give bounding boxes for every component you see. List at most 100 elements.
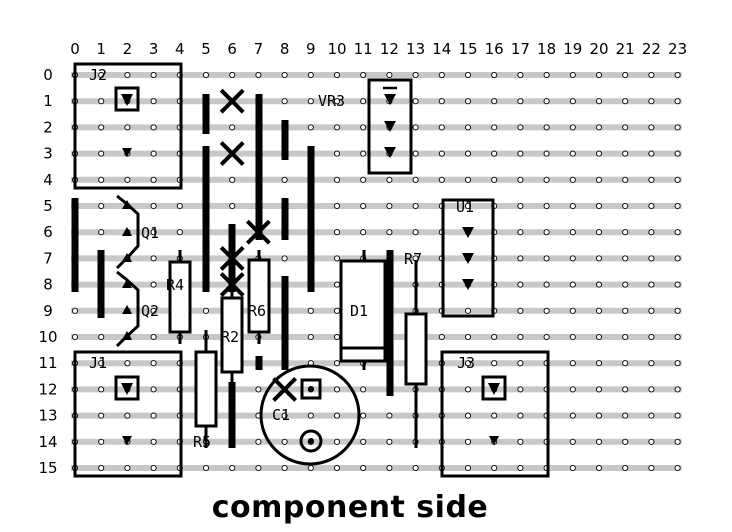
hole — [595, 71, 603, 79]
hole — [674, 176, 681, 183]
connector-j2 — [73, 62, 183, 190]
hole — [543, 176, 550, 183]
hole — [412, 98, 419, 105]
hole — [438, 333, 445, 341]
hole — [648, 307, 655, 314]
hole — [622, 333, 629, 341]
hole — [98, 412, 105, 419]
hole — [386, 229, 393, 236]
column-label: 11 — [354, 40, 373, 58]
column-label: 5 — [201, 40, 211, 58]
track-cut-icon — [219, 272, 245, 298]
hole — [150, 71, 157, 79]
hole — [438, 124, 445, 131]
hole — [464, 464, 472, 472]
hole — [333, 333, 341, 341]
hole — [648, 281, 655, 288]
copper-strips — [71, 72, 682, 471]
hole — [98, 71, 105, 79]
pin-triangle-icon — [489, 436, 499, 445]
hole — [517, 438, 524, 445]
hole — [438, 98, 445, 105]
hole — [595, 412, 603, 419]
hole — [569, 333, 576, 341]
track-cut-icon — [272, 376, 298, 402]
hole — [595, 176, 603, 183]
capacitor-c1 — [259, 364, 361, 466]
hole — [150, 412, 157, 419]
row-label: 11 — [38, 354, 57, 372]
hole — [464, 176, 472, 183]
hole — [98, 124, 105, 131]
label-j1: J1 — [89, 354, 107, 372]
hole — [333, 124, 341, 131]
hole — [491, 124, 498, 131]
pin-triangle-icon — [122, 436, 132, 445]
hole — [569, 176, 576, 183]
column-label: 7 — [254, 40, 264, 58]
hole — [491, 150, 498, 157]
hole — [150, 176, 157, 183]
hole — [595, 150, 603, 157]
hole — [622, 412, 629, 419]
trimmer-vr3 — [367, 78, 413, 175]
hole — [569, 412, 576, 419]
component-labels: J2 J1 J3 VR3 U1 Q1 Q2 R4 R2 R6 R5 R7 D1 … — [89, 66, 475, 451]
connector-j3 — [440, 350, 550, 478]
hole — [622, 176, 629, 183]
resistor-r2 — [220, 276, 244, 388]
hole — [98, 333, 105, 341]
column-label: 6 — [227, 40, 237, 58]
hole — [543, 98, 550, 105]
hole — [648, 124, 655, 131]
hole — [569, 360, 576, 367]
hole — [307, 71, 314, 79]
hole — [674, 255, 681, 262]
hole — [464, 333, 472, 341]
hole — [360, 124, 367, 131]
label-q1: Q1 — [141, 224, 159, 242]
hole — [517, 360, 524, 367]
hole — [569, 71, 576, 79]
hole — [464, 71, 472, 79]
hole — [674, 307, 681, 314]
hole — [674, 464, 681, 472]
hole — [98, 229, 105, 236]
row-label: 10 — [38, 328, 57, 346]
hole — [281, 176, 288, 183]
hole — [360, 150, 367, 157]
row-label: 15 — [38, 459, 57, 477]
pin-triangle-icon — [121, 94, 133, 106]
hole — [412, 71, 419, 79]
hole — [569, 438, 576, 445]
hole — [648, 438, 655, 445]
hole — [622, 98, 629, 105]
hole — [517, 176, 524, 183]
hole — [464, 386, 472, 393]
hole — [412, 124, 419, 131]
hole — [464, 124, 472, 131]
hole — [360, 176, 367, 183]
hole — [569, 464, 576, 472]
column-label: 16 — [485, 40, 504, 58]
hole — [595, 438, 603, 445]
column-label: 23 — [668, 40, 687, 58]
hole — [150, 98, 157, 105]
hole — [517, 150, 524, 157]
hole — [71, 307, 79, 314]
column-label: 12 — [380, 40, 399, 58]
column-label: 9 — [306, 40, 316, 58]
row-label: 2 — [43, 118, 53, 136]
wire-links — [71, 94, 394, 448]
row-label: 14 — [38, 433, 57, 451]
label-r5: R5 — [193, 433, 211, 451]
hole — [648, 176, 655, 183]
hole — [281, 438, 288, 445]
hole — [622, 281, 629, 288]
row-label: 0 — [43, 66, 53, 84]
hole — [307, 124, 314, 131]
hole — [491, 412, 498, 419]
hole — [464, 412, 472, 419]
hole — [412, 176, 419, 183]
